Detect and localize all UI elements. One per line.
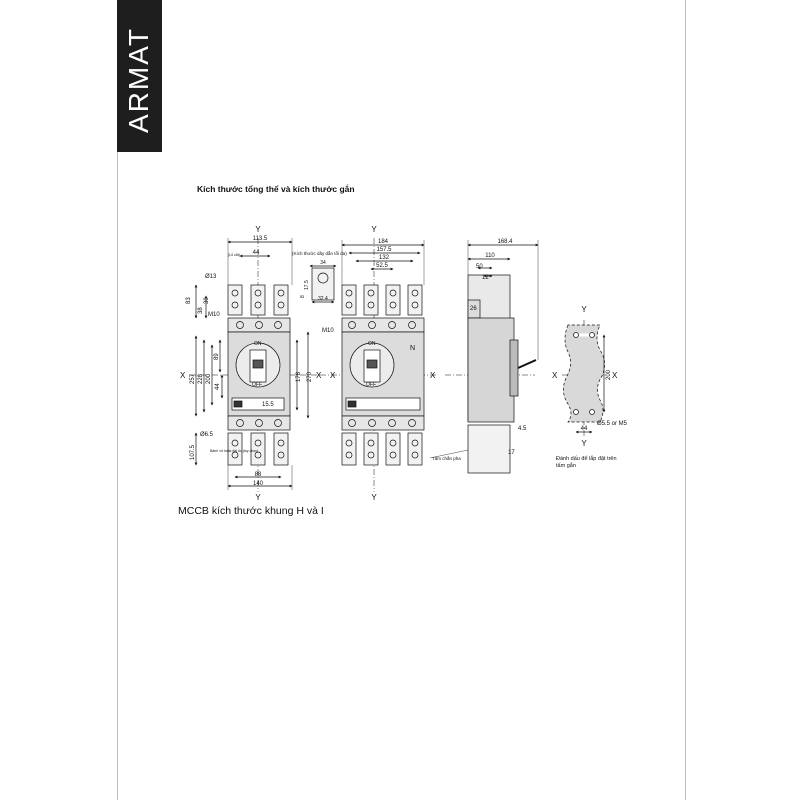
dim-h45: 4.5 [518, 426, 527, 432]
mount-note-line1: Đánh dấu để lắp đặt trên [556, 455, 617, 462]
label-neutral: N [410, 345, 415, 352]
dim-mount-w44: 44 [581, 426, 588, 432]
dim-w50: 50 [476, 264, 483, 270]
axis-y-bottom-2: Y [371, 493, 377, 502]
cable-w324: 32.4 [318, 296, 328, 302]
dim-h200: 200 [206, 373, 212, 384]
dim-w110: 110 [485, 253, 495, 259]
axis-x-right-1: X [316, 371, 322, 380]
dim-top-width: 113.5 [253, 236, 268, 242]
mounting-hole-view [562, 320, 606, 438]
dim-cut-note: (Lỗ cắt) [228, 252, 240, 257]
axis-labels: Y Y Y Y X X X X X X Y Y [180, 225, 618, 502]
right-view-dimension-labels: 184 157.5 132 52.5 M10 N ON OFF [322, 239, 415, 388]
cable-note: (Kích thước dây dẫn tối đa) [292, 250, 347, 256]
side-view-dimension-labels: 168.4 110 50 12 26 4.5 17 Tấm chắn pha [432, 239, 527, 461]
dim-m10-left: M10 [208, 312, 220, 318]
dim-h1075: 107.5 [190, 444, 196, 460]
dim-h83: 83 [186, 297, 192, 304]
axis-x-left-1: X [180, 371, 186, 380]
dim-h228: 228 [198, 373, 204, 384]
axis-y-top-1: Y [255, 225, 261, 234]
dim-w140: 140 [253, 481, 264, 487]
dim-m10-right: M10 [322, 328, 334, 334]
cable-w34: 34 [320, 260, 326, 266]
axis-y-bottom-3: Y [581, 439, 587, 448]
dim-h178: 178 [296, 371, 302, 382]
label-on-2: ON [368, 341, 376, 347]
dim-h89: 89 [214, 353, 220, 360]
diagram-caption: MCCB kích thước khung H và I [178, 505, 324, 517]
axis-y-top-3: Y [581, 305, 587, 314]
dim-top-inner: 44 [253, 250, 260, 256]
dim-mount-hole: Ø5.5 or M5 [597, 421, 628, 427]
dim-h30: 30 [204, 297, 210, 304]
dim-h44: 44 [215, 383, 221, 390]
diagram-title: Kích thước tổng thể và kích thước gắn [197, 184, 355, 194]
brand-tab: ARMAT [117, 0, 162, 152]
dim-w12: 12 [482, 275, 489, 281]
axis-x-right-3: X [612, 371, 618, 380]
dim-h26: 26 [470, 306, 477, 312]
axis-x-left-3: X [552, 371, 558, 380]
label-on-1: ON [254, 341, 262, 347]
dim-h17: 17 [508, 450, 515, 456]
dim-w88: 88 [255, 472, 262, 478]
mount-note-line2: tấm gắn [556, 462, 576, 469]
front-view [190, 238, 320, 492]
cable-size-inset [309, 264, 337, 304]
dim-w1684: 168.4 [497, 239, 513, 245]
front-view-4pole [320, 238, 436, 492]
dim-hole-bottom: Ø6.5 [200, 432, 214, 438]
mount-view-dimension-labels: 200 44 Ø5.5 or M5 Đánh dấu để lắp đặt tr… [556, 369, 628, 469]
barrier-note: Tấm chắn pha [432, 455, 461, 461]
axis-x-left-2: X [330, 371, 336, 380]
dim-w525: 52.5 [376, 263, 388, 269]
axis-y-top-2: Y [371, 225, 377, 234]
axis-x-right-2: X [430, 371, 436, 380]
dim-w1575: 157.5 [376, 247, 392, 253]
cable-h8: 8 [300, 295, 306, 298]
axis-y-bottom-1: Y [255, 493, 261, 502]
dim-h257: 257 [190, 373, 196, 384]
dim-hole-top: Ø13 [205, 274, 217, 280]
dim-w184: 184 [378, 239, 389, 245]
label-off-1: OFF [252, 382, 262, 388]
dim-mount-h200: 200 [606, 369, 612, 380]
front-view-dimension-labels: 113.5 44 (Lỗ cắt) Ø13 83 38 30 M10 257 2… [186, 236, 347, 487]
dim-h270: 270 [307, 371, 313, 382]
side-view [429, 240, 539, 474]
dim-d155: 15.5 [262, 402, 274, 408]
cable-h175: 17.5 [304, 280, 310, 290]
dim-bottom-note: Bảnh vít hoặc đai ốc (tùy chọn) [210, 449, 258, 453]
dim-h38: 38 [198, 307, 204, 314]
dim-w132: 132 [379, 255, 390, 261]
label-off-2: OFF [366, 382, 376, 388]
